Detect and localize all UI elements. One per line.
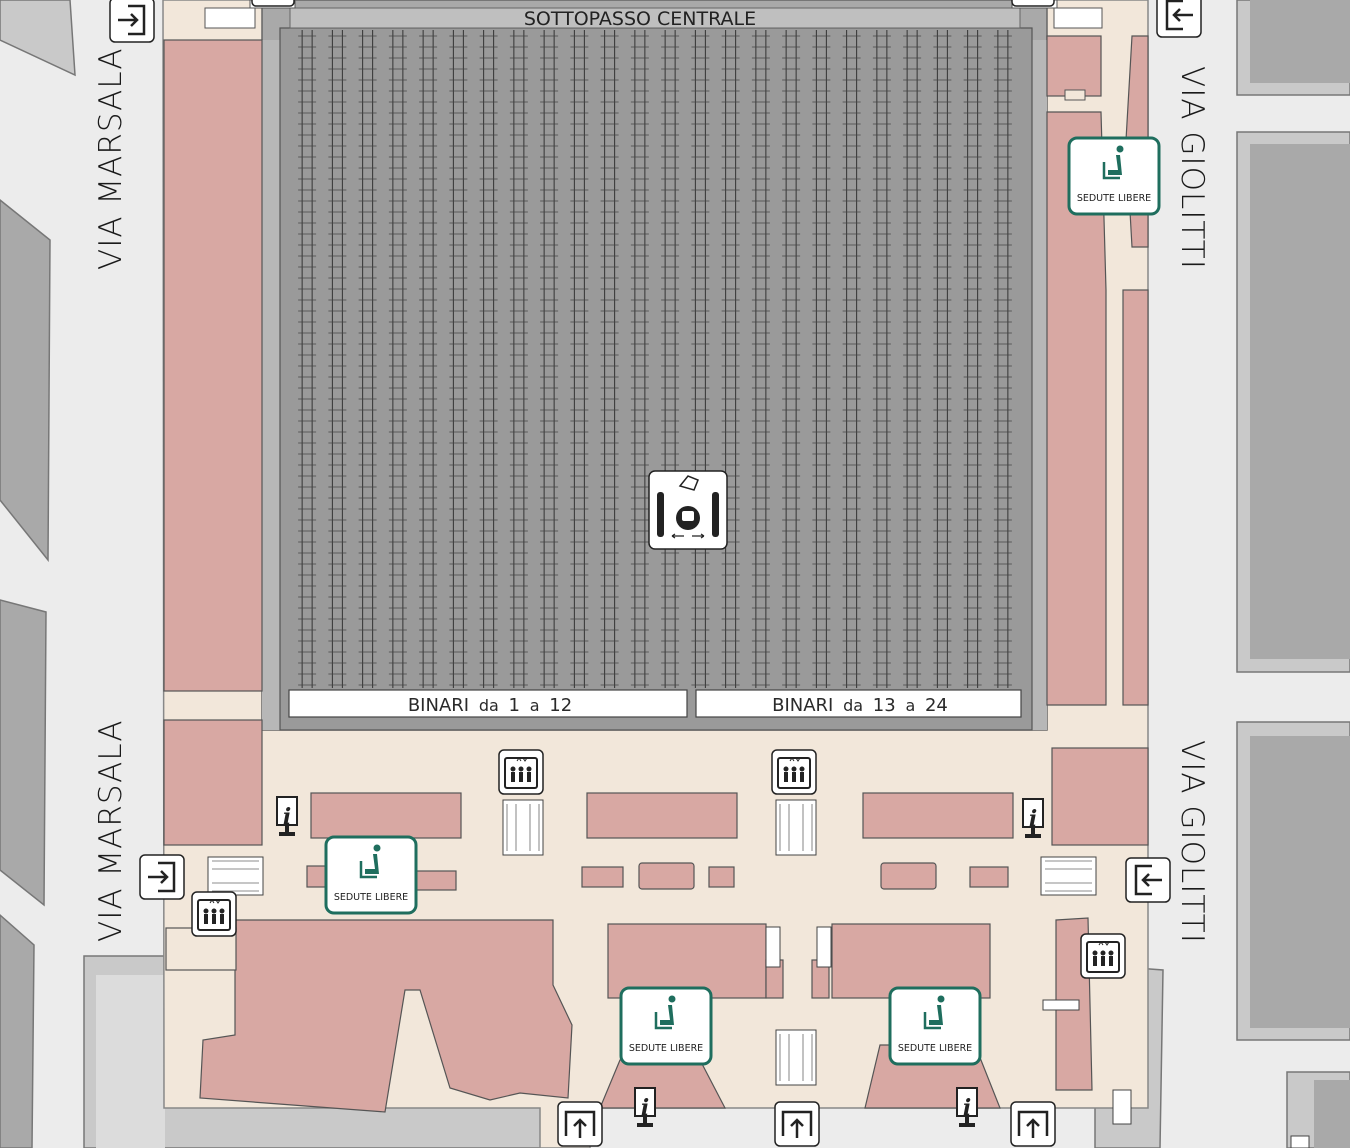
elevator-icon[interactable] <box>771 749 817 795</box>
elevator-icon-top-left <box>251 0 295 7</box>
svg-text:SEDUTE LIBERE: SEDUTE LIBERE <box>898 1043 972 1054</box>
ticket-gate-icon[interactable] <box>648 470 728 550</box>
underpass-band <box>289 7 1021 29</box>
seating-badge[interactable]: SEDUTE LIBERE <box>888 986 982 1066</box>
elevator-icon[interactable] <box>191 891 237 937</box>
svg-text:i: i <box>963 1095 971 1121</box>
underpass-label: SOTTOPASSO CENTRALE <box>524 8 756 30</box>
info-point-icon[interactable]: i <box>634 1087 656 1128</box>
elevator-icon-top-right <box>1011 0 1055 7</box>
exit-icon[interactable] <box>1124 856 1172 904</box>
elevator-icon[interactable] <box>498 749 544 795</box>
exit-up-icon[interactable] <box>1009 1100 1057 1148</box>
street-label-via-giolitti-upper: VIA GIOLITTI <box>1174 66 1210 270</box>
entrance-icon[interactable] <box>108 0 156 44</box>
shops <box>163 35 1149 1113</box>
seating-badge[interactable]: SEDUTE LIBERE <box>1067 136 1161 216</box>
svg-text:i: i <box>641 1095 649 1121</box>
info-point-icon[interactable]: i <box>956 1087 978 1128</box>
street-label-via-marsala-lower: VIA MARSALA <box>93 719 129 942</box>
svg-text:SEDUTE LIBERE: SEDUTE LIBERE <box>629 1043 703 1054</box>
escalators <box>207 89 1310 1148</box>
info-point-icon[interactable]: i <box>1022 798 1044 839</box>
platform-box-left <box>288 689 688 718</box>
street-label-via-giolitti-lower: VIA GIOLITTI <box>1174 740 1210 944</box>
elevator-icon[interactable] <box>1080 933 1126 979</box>
platform-label-right: BINARI da 13 a 24 <box>772 695 948 716</box>
info-point-icon[interactable]: i <box>276 796 298 837</box>
svg-text:i: i <box>1029 806 1037 832</box>
svg-text:SEDUTE LIBERE: SEDUTE LIBERE <box>1077 193 1151 204</box>
svg-text:SEDUTE LIBERE: SEDUTE LIBERE <box>334 892 408 903</box>
train-shed <box>261 0 1048 731</box>
platform-box-right <box>695 689 1022 718</box>
exit-up-icon[interactable] <box>773 1100 821 1148</box>
seating-badge[interactable]: SEDUTE LIBERE <box>324 835 418 915</box>
entrance-icon[interactable] <box>138 853 186 901</box>
platform-label-left: BINARI da 1 a 12 <box>408 695 572 716</box>
seating-badge[interactable]: SEDUTE LIBERE <box>619 986 713 1066</box>
svg-text:i: i <box>283 804 291 830</box>
track-lines <box>298 30 1012 688</box>
exit-icon[interactable] <box>1155 0 1203 39</box>
exit-up-icon[interactable] <box>556 1100 604 1148</box>
street-label-via-marsala-upper: VIA MARSALA <box>93 47 129 270</box>
